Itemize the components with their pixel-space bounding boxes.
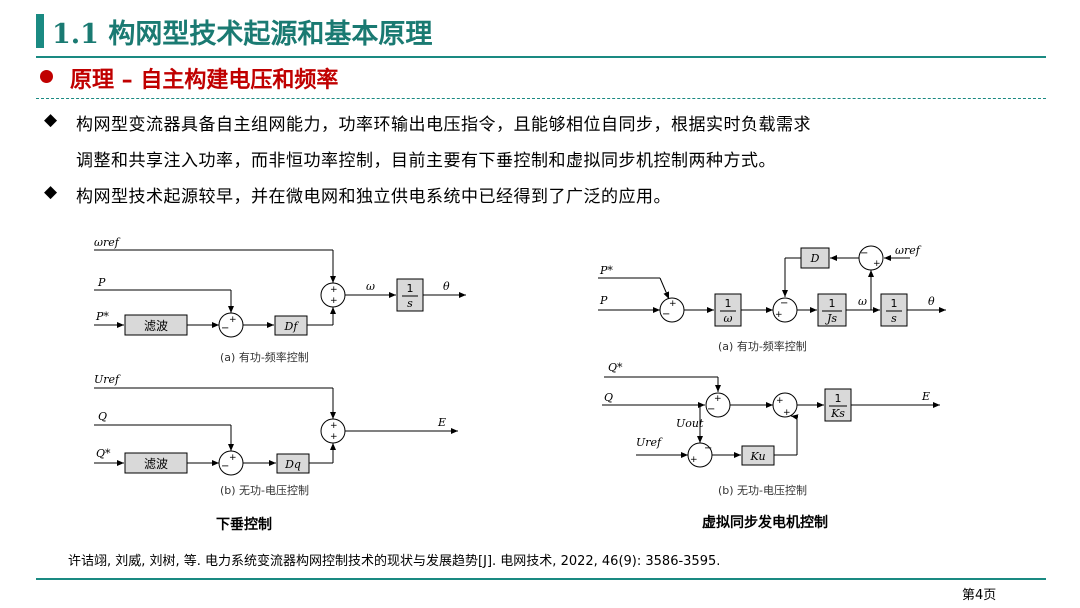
svg-text:+: + [229, 315, 237, 325]
bullet-1-line-2: 调整和共享注入功率，而非恒功率控制，目前主要有下垂控制和虚拟同步机控制两种方式。 [76, 151, 776, 171]
bullet-dot-icon [40, 70, 53, 83]
label-Q: Q [604, 391, 613, 404]
svg-text:−: − [221, 461, 229, 472]
section-subtitle: 原理 – 自主构建电压和频率 [70, 68, 339, 93]
svg-text:−: − [780, 298, 788, 309]
caption-vsg-b: (b) 无功-电压控制 [718, 483, 807, 497]
bullet-1-line-1: 构网型变流器具备自主组网能力，功率环输出电压指令，且能够相位自同步，根据实时负载… [76, 115, 811, 135]
svg-text:+: + [873, 259, 881, 269]
integrator-block [396, 278, 424, 312]
label-omega: ω [366, 280, 375, 293]
svg-text:+: + [690, 455, 698, 465]
label-P-star: P* [95, 310, 109, 323]
inv-Ks-block [824, 388, 852, 422]
label-E: E [921, 390, 930, 403]
svg-text:−: − [707, 404, 715, 415]
subtitle-rule [36, 98, 1046, 99]
vsg-heading: 虚拟同步发电机控制 [702, 515, 828, 531]
svg-text:−: − [662, 309, 670, 320]
svg-text:+: + [330, 296, 338, 306]
svg-text:Js: Js [825, 312, 837, 325]
label-omega-ref: ωref [94, 236, 121, 249]
svg-text:−: − [704, 443, 712, 454]
filter-label: 滤波 [144, 319, 168, 333]
Df-label: Df [284, 320, 300, 333]
title-rule [36, 56, 1046, 58]
svg-text:−: − [221, 323, 229, 334]
svg-text:s: s [891, 312, 897, 325]
reference-citation: 许诘翊, 刘威, 刘树, 等. 电力系统变流器构网控制技术的现状与发展趋势[J]… [68, 554, 721, 569]
vsg-active-power-diagram: P* P +− 1 ω −+ 1 Js ω 1 s θ +− ωref [598, 244, 946, 353]
svg-text:s: s [407, 297, 413, 310]
inv-Js-block [817, 293, 847, 327]
caption-droop-b: (b) 无功-电压控制 [220, 483, 309, 497]
svg-text:1: 1 [407, 282, 414, 295]
label-theta: θ [928, 295, 935, 308]
svg-text:+: + [783, 408, 791, 418]
page-title: 1.1 构网型技术起源和基本原理 [52, 19, 433, 50]
footer-rule [36, 578, 1046, 580]
svg-text:+: + [330, 432, 338, 442]
bullet-2-line-1: 构网型技术起源较早，并在微电网和独立供电系统中已经得到了广泛的应用。 [76, 187, 671, 207]
caption-droop-a: (a) 有功-频率控制 [220, 350, 309, 364]
page-number: 第4页 [962, 588, 997, 603]
D-label: D [810, 252, 820, 265]
droop-active-power-diagram: ωref P P* 滤波 +− Df ++ ω 1 s θ (a) 有功-频率控… [94, 236, 466, 364]
label-U-out: Uout [676, 417, 704, 430]
label-Q-star: Q* [96, 447, 111, 460]
label-Q: Q [98, 410, 107, 423]
svg-text:+: + [714, 394, 722, 404]
label-Q-star: Q* [608, 361, 623, 374]
label-omega-ref: ωref [895, 244, 922, 257]
title-accent-bar [36, 14, 44, 48]
label-omega: ω [858, 295, 867, 308]
label-P-star: P* [599, 264, 613, 277]
droop-reactive-power-diagram: Uref Q Q* 滤波 +− Dq ++ E (b) 无功-电压控制 [94, 373, 458, 497]
svg-text:+: + [775, 310, 783, 320]
svg-text:−: − [860, 248, 868, 259]
svg-text:+: + [669, 299, 677, 309]
label-E: E [437, 416, 446, 429]
svg-text:1: 1 [835, 392, 842, 405]
vsg-reactive-power-diagram: Q* Q +− ++ 1 Ks E Uout Uref −+ Ku (b) 无功… [602, 361, 940, 497]
svg-text:1: 1 [725, 297, 732, 310]
caption-vsg-a: (a) 有功-频率控制 [718, 339, 807, 353]
Dq-label: Dq [284, 458, 301, 471]
label-U-ref: Uref [94, 373, 121, 386]
svg-text:1: 1 [891, 297, 898, 310]
label-theta: θ [443, 280, 450, 293]
diamond-bullet-icon: ◆ [44, 182, 58, 202]
svg-text:+: + [330, 421, 338, 431]
svg-text:Ks: Ks [830, 407, 845, 420]
svg-text:1: 1 [829, 297, 836, 310]
droop-heading: 下垂控制 [216, 517, 272, 533]
label-P: P [599, 294, 608, 307]
filter-label: 滤波 [144, 457, 168, 471]
svg-text:ω: ω [724, 312, 733, 325]
label-U-ref: Uref [636, 436, 663, 449]
svg-text:+: + [229, 453, 237, 463]
label-P: P [97, 276, 106, 289]
diamond-bullet-icon: ◆ [44, 110, 58, 130]
svg-text:+: + [330, 285, 338, 295]
svg-text:+: + [776, 396, 784, 406]
Ku-label: Ku [749, 450, 765, 463]
